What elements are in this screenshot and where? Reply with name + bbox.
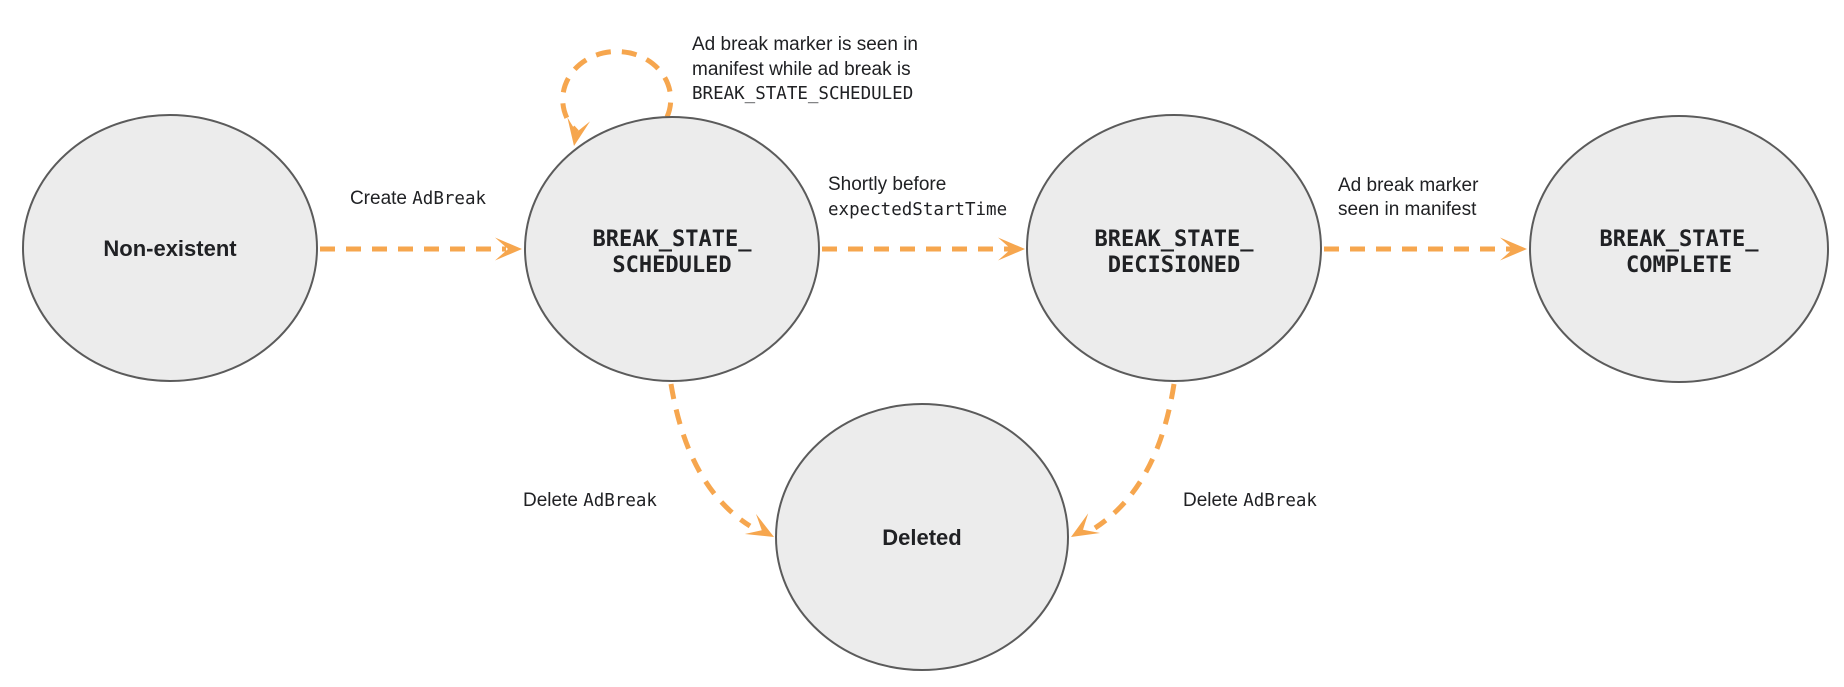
edge-label-create-text: Create <box>350 188 412 209</box>
arrowhead-icon <box>744 513 780 548</box>
edge-delete-left-curve <box>668 383 752 529</box>
edge-to-decisioned <box>822 237 1025 261</box>
edge-label-to-decisioned-line1: Shortly before <box>828 174 946 195</box>
arrowhead-icon <box>1500 237 1527 261</box>
state-label-line2: SCHEDULED <box>612 253 731 278</box>
edge-label-to-complete: Ad break marker seen in manifest <box>1338 175 1479 220</box>
edge-self-loop-scheduled <box>560 49 674 148</box>
state-label-line1: BREAK_STATE_ <box>593 227 753 252</box>
arrowhead-icon <box>1065 513 1101 547</box>
state-circle <box>775 403 1069 671</box>
state-node-break-state-complete: BREAK_STATE_ COMPLETE <box>1529 115 1829 383</box>
edge-label-to-decisioned-code: expectedStartTime <box>828 200 1007 220</box>
edge-delete-right-curve <box>1093 383 1177 531</box>
edge-label-create: Create AdBreak <box>350 188 487 209</box>
edge-label-delete-right-text: Delete <box>1183 490 1243 511</box>
edge-label-self-loop-line1: Ad break marker is seen in <box>692 34 918 55</box>
edge-delete-from-scheduled <box>668 383 780 548</box>
edge-label-self-loop: Ad break marker is seen in manifest whil… <box>692 34 918 104</box>
state-node-non-existent: Non-existent <box>22 114 318 382</box>
edge-label-to-complete-line1: Ad break marker <box>1338 175 1479 196</box>
edge-label-create-code: AdBreak <box>412 189 486 209</box>
state-label: Deleted <box>882 525 961 550</box>
state-label-line2: DECISIONED <box>1108 253 1240 278</box>
state-circle <box>22 114 318 382</box>
state-label-line1: BREAK_STATE_ <box>1600 227 1760 252</box>
edge-delete-from-decisioned <box>1065 383 1177 547</box>
edge-to-complete <box>1324 237 1527 261</box>
state-circle <box>524 116 820 382</box>
edge-label-self-loop-code: BREAK_STATE_SCHEDULED <box>692 84 913 104</box>
state-label: Non-existent <box>103 236 237 261</box>
state-circle <box>1026 114 1322 382</box>
edge-label-delete-left-code: AdBreak <box>583 491 657 511</box>
edge-self-loop-arc <box>560 49 674 134</box>
state-label-line1: BREAK_STATE_ <box>1095 227 1255 252</box>
edge-label-delete-right: Delete AdBreak <box>1183 490 1317 511</box>
edge-label-delete-left: Delete AdBreak <box>523 490 657 511</box>
state-node-break-state-decisioned: BREAK_STATE_ DECISIONED <box>1026 114 1322 382</box>
edge-label-self-loop-line2: manifest while ad break is <box>692 59 911 80</box>
state-label-line2: COMPLETE <box>1626 253 1732 278</box>
state-circle <box>1529 115 1829 383</box>
arrowhead-icon <box>998 237 1025 261</box>
state-node-deleted: Deleted <box>775 403 1069 671</box>
edge-create-adbreak <box>320 237 522 261</box>
edge-label-delete-left-text: Delete <box>523 490 583 511</box>
arrowhead-icon <box>495 237 522 261</box>
edge-label-delete-right-code: AdBreak <box>1243 491 1317 511</box>
state-node-break-state-scheduled: BREAK_STATE_ SCHEDULED <box>524 116 820 382</box>
edge-label-to-complete-line2: seen in manifest <box>1338 199 1477 220</box>
edge-label-to-decisioned: Shortly before expectedStartTime <box>828 174 1007 220</box>
